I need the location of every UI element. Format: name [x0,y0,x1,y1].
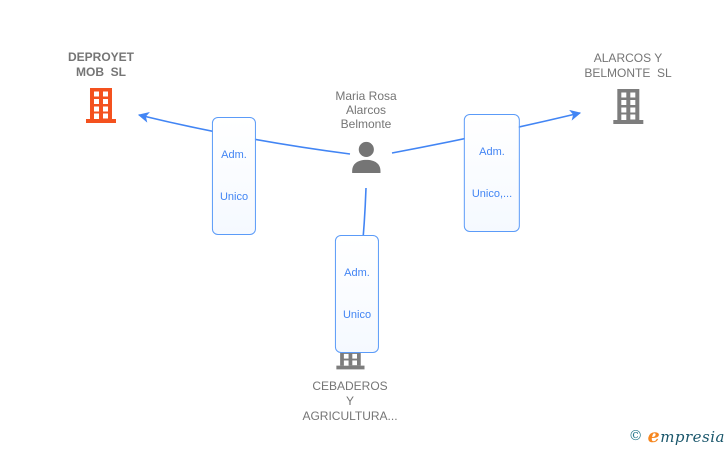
edge-label-line: Adm. [221,149,247,161]
person-name-line: Belmonte [340,117,392,131]
brand-initial: e [647,425,661,447]
company-name-line: BELMONTE SL [584,66,672,80]
node-person-maria-rosa[interactable]: Maria Rosa Alarcos Belmonte [335,89,397,180]
brand-wordmark: empresia [648,425,725,447]
person-icon [335,139,396,180]
person-name-line: Alarcos [345,103,387,117]
person-name-line: Maria Rosa [335,89,397,103]
company-name: DEPROYET MOB SL [68,50,134,80]
person-name: Maria Rosa Alarcos Belmonte [335,89,396,131]
node-company-deproyet[interactable]: DEPROYET MOB SL [68,50,134,128]
edge-label-line: Unico [219,191,249,203]
building-icon [68,87,134,128]
edge-label-adm-unico-alarcos[interactable]: Adm. Unico,... [463,114,521,232]
edge-label-adm-unico-cebaderos[interactable]: Adm. Unico [334,235,380,353]
edge-label-adm-unico-deproyet[interactable]: Adm. Unico [211,117,257,235]
company-name-line: MOB SL [75,65,126,79]
node-company-alarcos[interactable]: ALARCOS Y BELMONTE SL [584,51,672,129]
edge-label-line: Unico [342,309,372,321]
edge-label-line: Adm. [479,146,505,158]
company-name: ALARCOS Y BELMONTE SL [584,51,671,81]
edge-label-line: Unico,... [471,188,513,200]
company-name-line: ALARCOS Y [593,51,663,65]
company-name: CEBADEROS Y AGRICULTURA... [302,379,397,424]
copyright-icon: © [628,428,643,444]
company-name-line: CEBADEROS [312,379,388,393]
edge-label-line: Adm. [344,267,370,279]
company-name-line: DEPROYET [67,50,135,64]
brand-rest: mpresia [660,428,725,446]
company-name-line: AGRICULTURA... [302,409,398,423]
building-icon [584,88,671,129]
empresia-logo[interactable]: © empresia [629,425,725,447]
company-name-line: Y [345,394,354,408]
